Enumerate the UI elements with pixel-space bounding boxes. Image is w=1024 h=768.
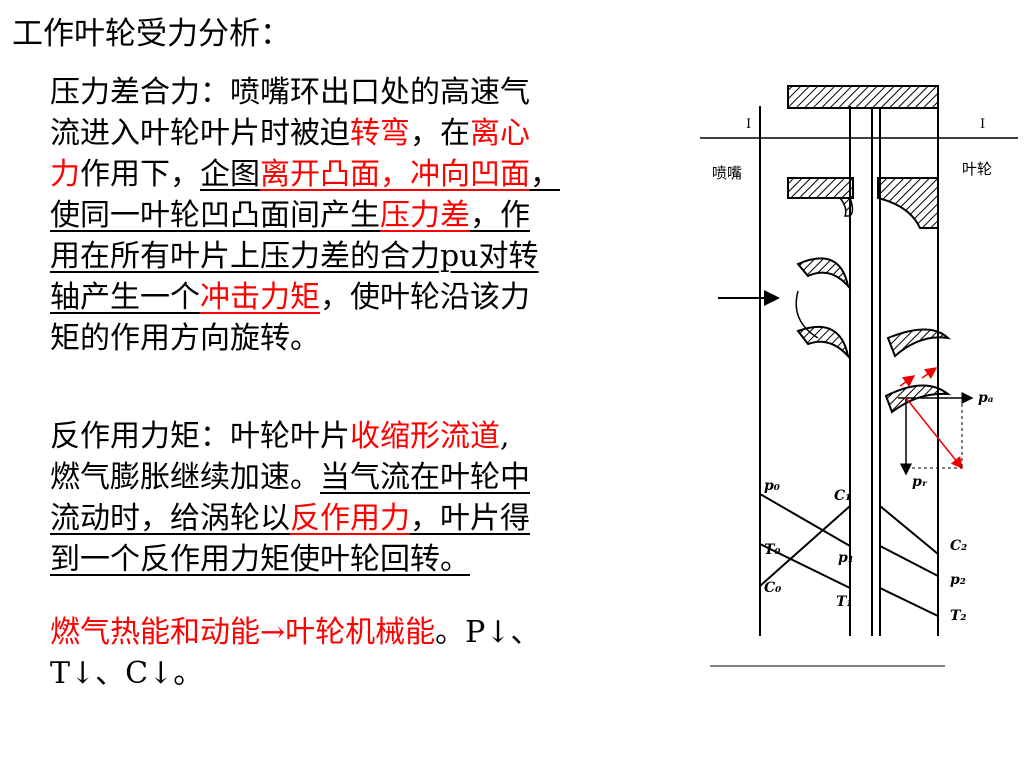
underlined-text: 流动时，给涡轮以	[50, 501, 290, 536]
section-label-left: I	[746, 117, 751, 132]
blade-force-arrow	[921, 367, 938, 379]
p1-line-7: 矩的作用方向旋转。	[50, 318, 690, 359]
label-T1: T₁	[836, 594, 853, 610]
highlight-force: 力	[50, 157, 80, 192]
underlined-text: 到一个反作用力矩使叶轮回转。	[50, 542, 470, 577]
section-label-right: I	[980, 117, 985, 132]
highlight-reaction-force: 反作用力	[290, 501, 410, 536]
p1-line-2: 流进入叶轮叶片时被迫转弯，在离心	[50, 113, 690, 154]
label-C2: C₂	[950, 538, 967, 554]
text-span: ,	[500, 419, 510, 454]
p1-line-6: 轴产生一个冲击力矩，使叶轮沿该力	[50, 277, 690, 318]
turbine-stage-diagram: I I 喷嘴 叶轮 pₐ pᵣ p₀ T₀ C₀ C₁ p₁ T₁ C₂ p₂ …	[700, 85, 1018, 667]
nozzle-blade-3	[795, 290, 819, 339]
underlined-text: 轴产生一个	[50, 280, 200, 315]
p2-line-4: 到一个反作用力矩使叶轮回转。	[50, 539, 690, 580]
temperature-curve-nozzle	[759, 543, 851, 589]
underlined-text: ，	[530, 157, 560, 192]
label-p0: p₀	[764, 478, 780, 494]
p3-line-2: T↓、C↓。	[50, 653, 690, 694]
rotor-blade-1	[886, 328, 951, 358]
outer-casing-top	[787, 85, 939, 109]
underlined-text: ，叶片得	[410, 501, 530, 536]
pressure-difference-paragraph: 压力差合力：喷嘴环出口处的高速气 流进入叶轮叶片时被迫转弯，在离心 力作用下，企…	[50, 72, 690, 359]
rotor-blade-2	[884, 384, 952, 414]
reaction-torque-paragraph: 反作用力矩：叶轮叶片收缩形流道, 燃气膨胀继续加速。当气流在叶轮中 流动时，给涡…	[50, 416, 690, 580]
underlined-text: 使同一叶轮凹凸面间产生	[50, 198, 380, 233]
p2-line-2: 燃气膨胀继续加速。当气流在叶轮中	[50, 457, 690, 498]
highlight-centrifugal: 离心	[470, 116, 530, 151]
rotor-label: 叶轮	[962, 160, 992, 178]
rotor-hub-top	[877, 177, 939, 229]
p2-line-3: 流动时，给涡轮以反作用力，叶片得	[50, 498, 690, 539]
velocity-curve-rotor	[879, 505, 939, 555]
pressure-curve-rotor	[879, 545, 939, 577]
highlight-converging-passage: 收缩形流道	[350, 419, 500, 454]
energy-conversion-paragraph: 燃气热能和动能→叶轮机械能。P↓、 T↓、C↓。	[50, 612, 690, 694]
highlight-turn: 转弯	[350, 116, 410, 151]
text-span: 喷嘴环出口处的高速气	[230, 75, 530, 110]
label-T0: T₀	[764, 542, 781, 558]
nozzle-blade-1	[796, 257, 850, 290]
p1-line-4: 使同一叶轮凹凸面间产生压力差，作	[50, 195, 690, 236]
highlight-pressure-difference: 压力差	[380, 198, 470, 233]
underlined-text: 当气流在叶轮中	[320, 460, 530, 495]
highlight-energy-conversion: 燃气热能和动能→叶轮机械能	[50, 615, 436, 650]
nozzle-label: 喷嘴	[712, 164, 742, 182]
label-p1: p₁	[838, 550, 854, 566]
highlight-convex-concave: 离开凸面，冲向凹面	[260, 157, 530, 192]
text-span: 燃气膨胀继续加速。	[50, 460, 320, 495]
force-label-pr: pᵣ	[912, 474, 928, 490]
reaction-torque-heading: 反作用力矩：	[50, 419, 230, 454]
p2-line-1: 反作用力矩：叶轮叶片收缩形流道,	[50, 416, 690, 457]
underlined-text: 企图	[200, 157, 260, 192]
text-span: ，在	[410, 116, 470, 151]
p1-line-5: 用在所有叶片上压力差的合力pu对转	[50, 236, 690, 277]
pressure-difference-heading: 压力差合力：	[50, 75, 230, 110]
highlight-impact-torque: 冲击力矩	[200, 280, 320, 315]
underlined-text: ，作	[470, 198, 530, 233]
label-T2: T₂	[950, 608, 967, 624]
text-span: 。P↓、	[435, 615, 541, 650]
velocity-curve-nozzle	[759, 505, 851, 587]
text-span: 作用下，	[80, 157, 200, 192]
p1-line-3: 力作用下，企图离开凸面，冲向凹面，	[50, 154, 690, 195]
slide-title: 工作叶轮受力分析：	[12, 16, 291, 52]
text-span: ，使叶轮沿该力	[320, 280, 530, 315]
nozzle-blade-2	[796, 326, 850, 360]
p1-line-1: 压力差合力：喷嘴环出口处的高速气	[50, 72, 690, 113]
force-label-pa: pₐ	[978, 390, 994, 406]
temperature-curve-rotor	[879, 587, 939, 617]
label-C0: C₀	[764, 580, 781, 596]
p3-line-1: 燃气热能和动能→叶轮机械能。P↓、	[50, 612, 690, 653]
label-p2: p₂	[950, 572, 966, 588]
pressure-curve-nozzle	[759, 493, 851, 547]
text-span: 矩的作用方向旋转。	[50, 321, 320, 356]
text-span: 叶轮叶片	[230, 419, 350, 454]
underlined-text: 用在所有叶片上压力差的合力pu对转	[50, 239, 539, 274]
text-span: 流进入叶轮叶片时被迫	[50, 116, 350, 151]
text-span: T↓、C↓。	[50, 656, 204, 691]
resultant-force-arrow	[905, 397, 963, 470]
nozzle-casing-left	[787, 177, 854, 199]
label-C1: C₁	[834, 488, 851, 504]
